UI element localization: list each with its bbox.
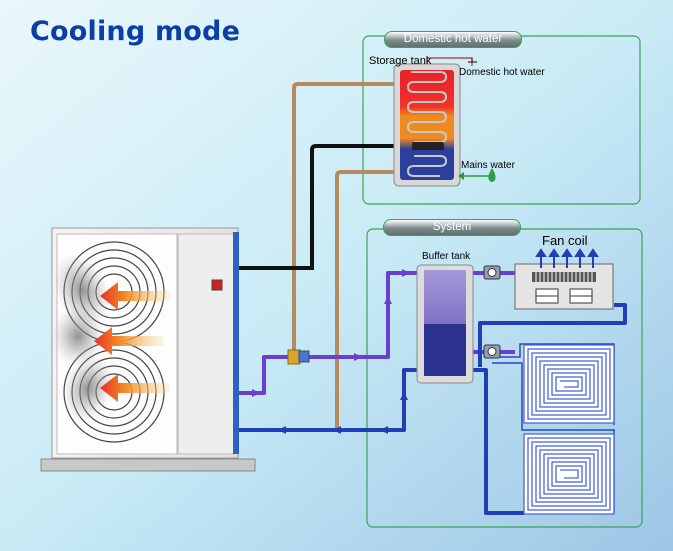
floor-heating-coil-lower — [523, 433, 615, 515]
buffer-tank-label: Buffer tank — [422, 251, 471, 262]
floor-heating-valve — [483, 344, 501, 359]
water-drop-icon — [488, 168, 496, 182]
faucet-icon — [468, 58, 477, 63]
storage-tank-label: Storage tank — [369, 55, 432, 67]
control-panel-button — [211, 279, 223, 291]
fan-coil-label: Fan coil — [542, 233, 588, 248]
supply-flow-arrows — [252, 269, 410, 397]
return-flow-arrows — [278, 392, 408, 434]
system-heading: System — [383, 219, 521, 236]
buffer-tank — [416, 264, 474, 384]
fan-coil-air-arrows — [535, 248, 599, 268]
airflow-arrows — [94, 282, 170, 402]
heat-pump-unit — [40, 227, 256, 472]
control-line — [238, 144, 400, 270]
storage-tank — [393, 57, 496, 187]
domestic-hot-water-pipes — [292, 82, 400, 430]
mains-water-label: Mains water — [461, 160, 515, 171]
floor-heating-coil-upper — [523, 344, 615, 424]
three-way-valve — [287, 349, 310, 365]
domestic-hot-water-heading: Domestic hot water — [384, 31, 522, 48]
fan-coil-valve — [483, 265, 501, 280]
page-title: Cooling mode — [30, 16, 241, 47]
domestic-hot-water-label: Domestic hot water — [459, 67, 545, 78]
fan-coil-unit — [514, 248, 614, 310]
